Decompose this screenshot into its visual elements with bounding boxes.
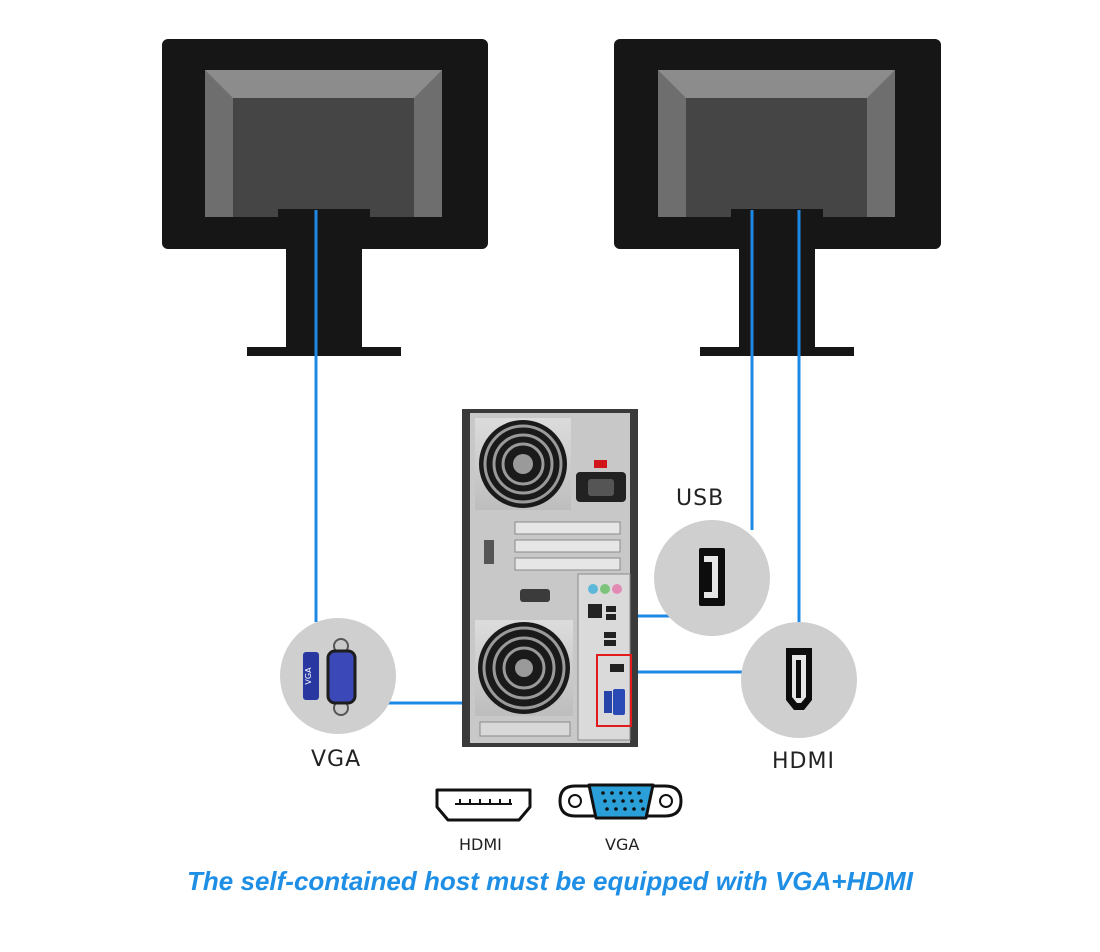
vga-badge-text: VGA [304,667,313,685]
hdmi-label: HDMI [772,749,835,774]
hdmi-port-icon [741,622,857,738]
highlight-box [596,654,632,727]
legend-vga-label: VGA [605,835,640,854]
vga-connector-icon [558,783,683,820]
hdmi-connector-icon [435,788,532,822]
right-monitor-icon [614,39,941,356]
vga-port-icon: VGA [280,618,396,734]
caption-text: The self-contained host must be equipped… [187,866,913,896]
usb-label: USB [676,486,725,511]
legend-hdmi-label: HDMI [459,835,502,854]
vga-label: VGA [311,747,362,772]
pc-tower-icon [462,409,638,747]
usb-port-icon [654,520,770,636]
left-monitor-icon [162,39,488,356]
